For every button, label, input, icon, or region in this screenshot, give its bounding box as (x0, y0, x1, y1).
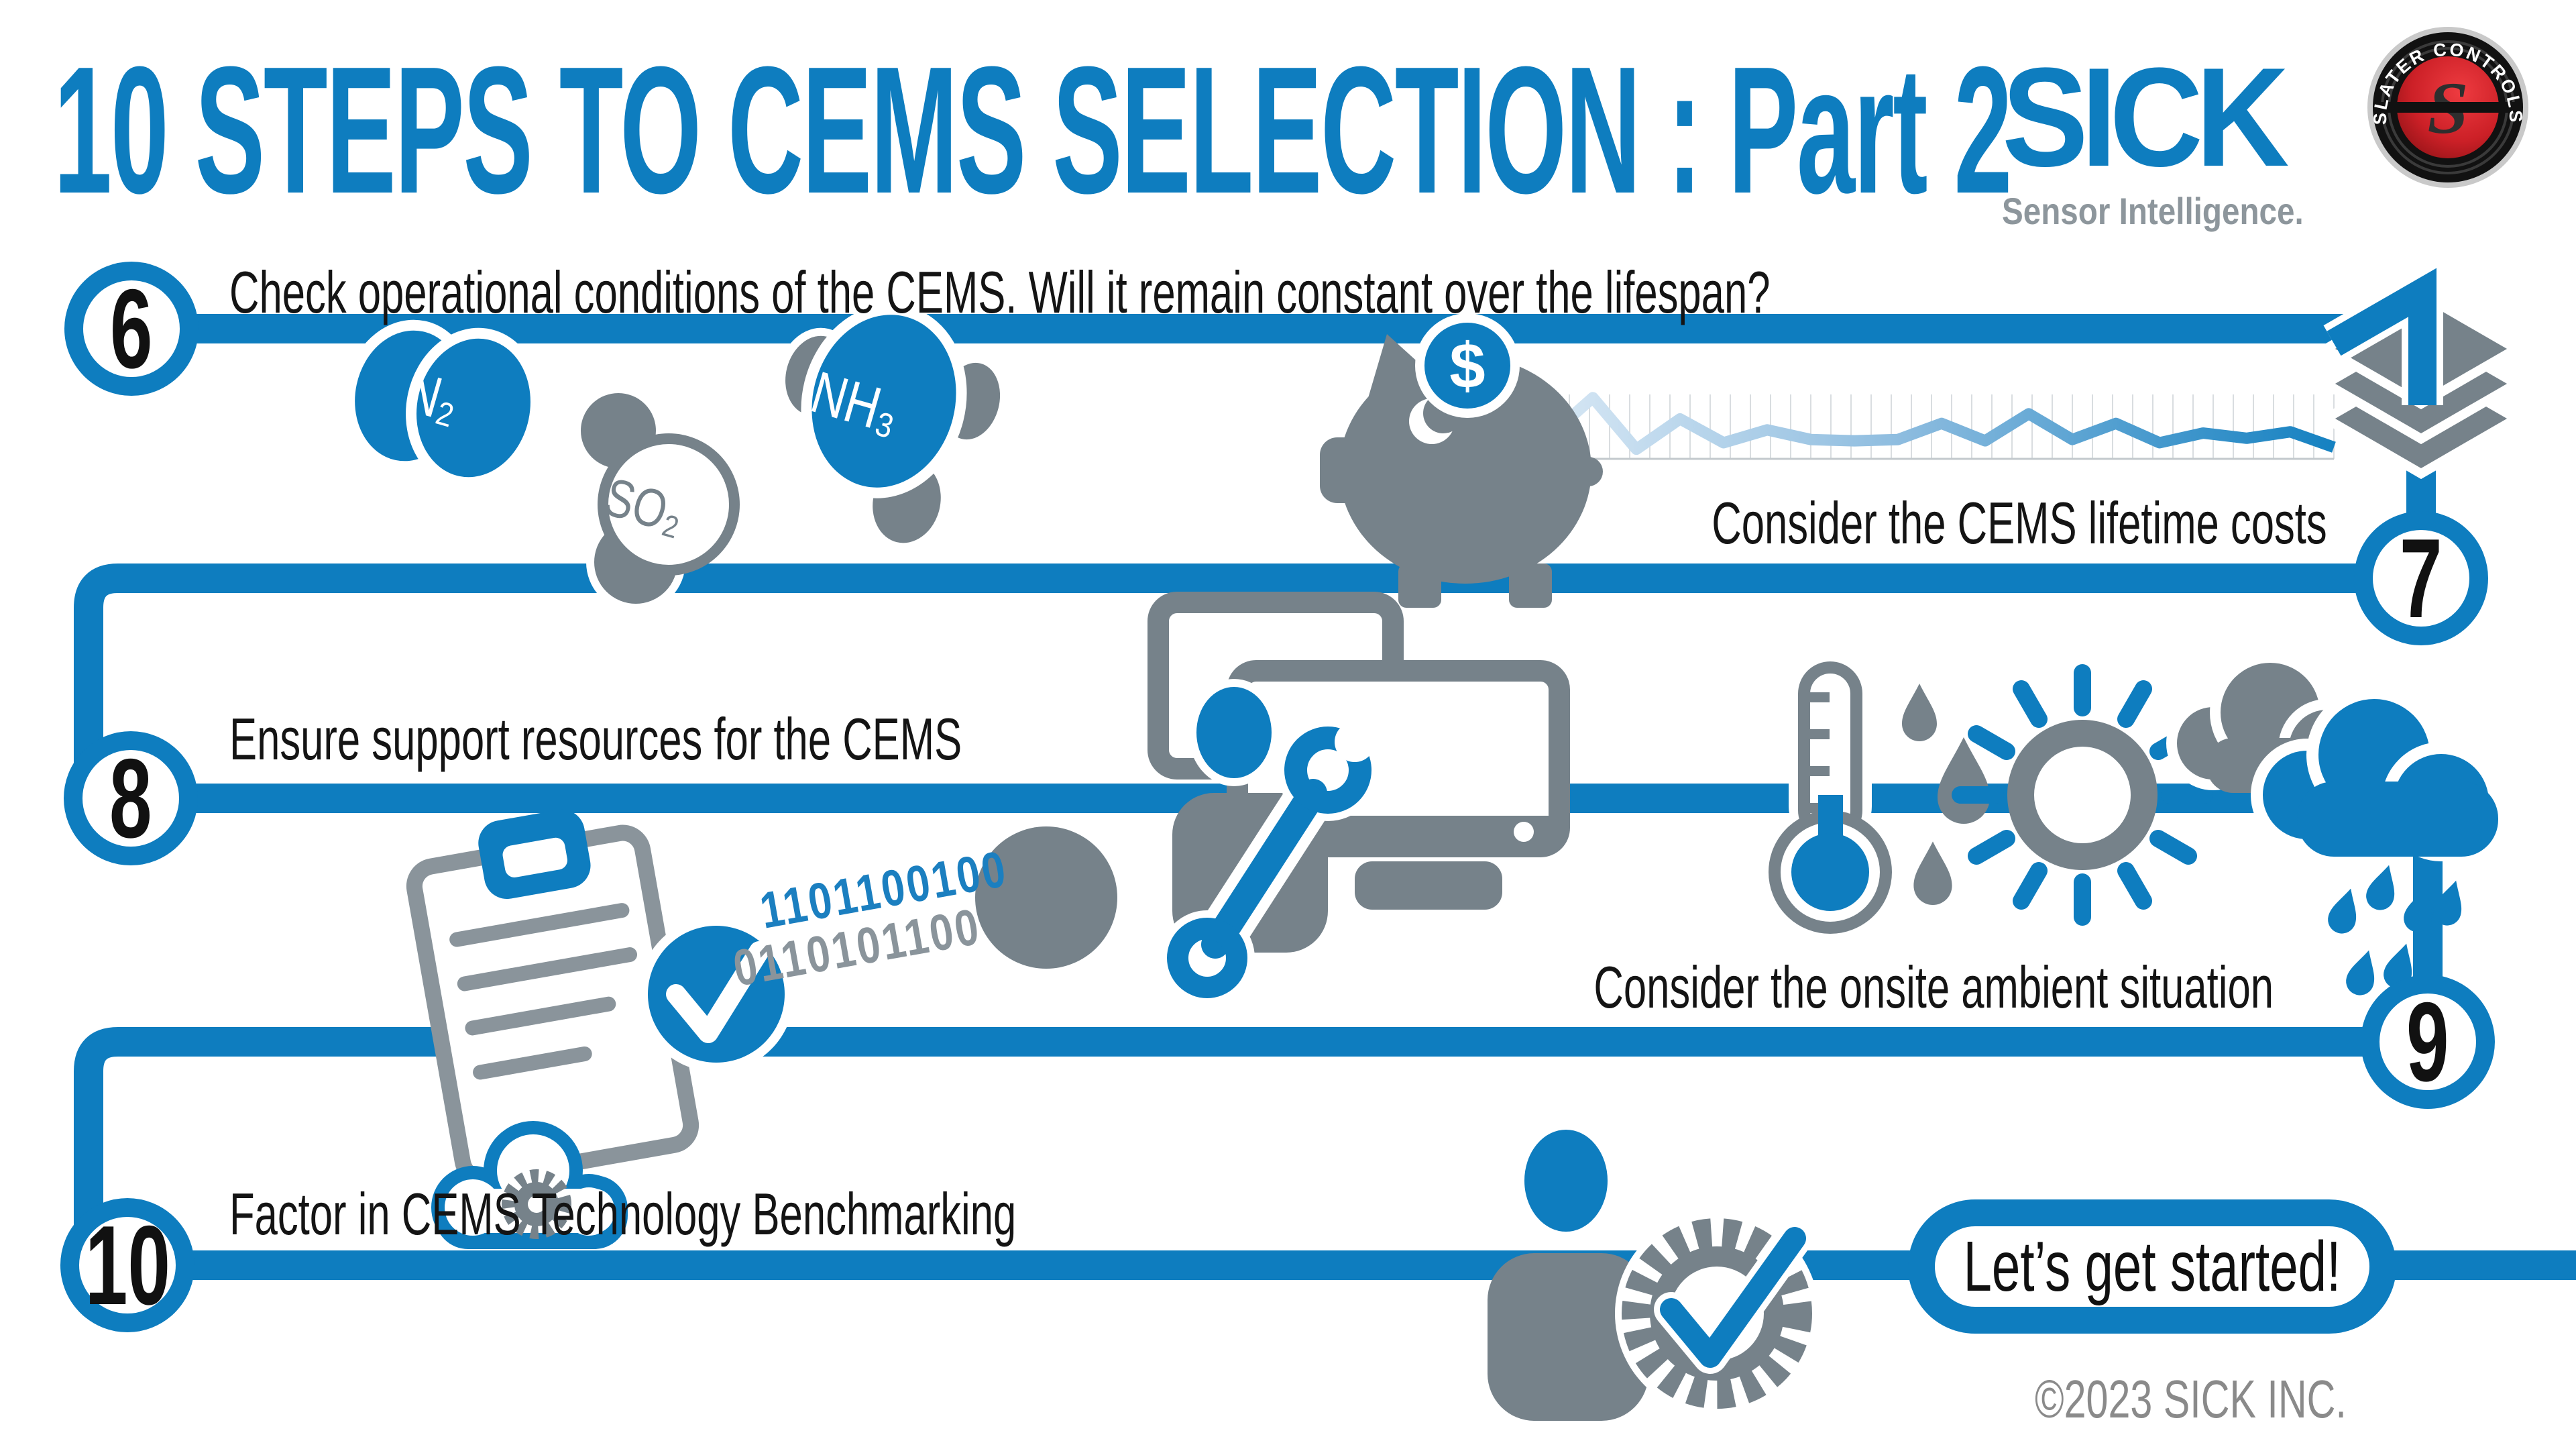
step-8-number: 8 (109, 735, 152, 861)
nh3-molecule-icon (777, 304, 1009, 551)
node-10 (60, 1198, 194, 1332)
wrench-icon (1160, 719, 1379, 1006)
cost-stack-icon (2316, 256, 2526, 480)
step-nodes (60, 262, 2495, 1332)
cost-chart-gridlines (1549, 394, 2335, 459)
get-started-label: Let’s get started! (1963, 1227, 2341, 1306)
thermometer-icon (1766, 653, 1895, 936)
sick-logo: SICK (2002, 38, 2289, 196)
step-6-number: 6 (110, 266, 153, 392)
cloud-gear-icon (431, 1121, 628, 1249)
step-6-label: Check operational conditions of the CEMS… (229, 259, 1771, 325)
data-blob-icon (975, 826, 1117, 969)
sun-icon (1952, 664, 2213, 926)
rain-cloud-icon (2251, 687, 2501, 999)
step-8-label: Ensure support resources for the CEMS (229, 706, 962, 772)
step-7-number: 7 (2400, 515, 2443, 641)
copyright-text: ©2023 SICK INC. (2035, 1369, 2347, 1429)
dollar-coin-icon (1424, 323, 1510, 409)
step-9-label: Consider the onsite ambient situation (1593, 954, 2274, 1020)
node-6 (64, 262, 199, 396)
node-7 (2354, 511, 2488, 645)
dollar-symbol: $ (1449, 330, 1486, 402)
slater-controls-logo: S SLATER CONTROLS (2367, 27, 2528, 188)
so2-molecule-icon (573, 385, 740, 612)
check-circle-icon (638, 916, 794, 1072)
piggy-bank-icon (1320, 313, 1603, 608)
node-8 (64, 731, 198, 865)
node-9 (2361, 975, 2495, 1109)
gear-icon (502, 1169, 571, 1239)
get-started-button[interactable]: Let’s get started! (1908, 1199, 2396, 1334)
verified-person-icon (1488, 1122, 1819, 1421)
cost-trend-sparkline (1545, 392, 2336, 455)
step-9-number: 9 (2406, 979, 2449, 1105)
step-7-label: Consider the CEMS lifetime costs (1712, 490, 2327, 556)
gear-check-icon (1622, 1218, 1812, 1409)
step-10-label: Factor in CEMS Technology Benchmarking (229, 1181, 1017, 1247)
page-title: 10 STEPS TO CEMS SELECTION : Part 2 (54, 30, 2012, 231)
step-10-number: 10 (85, 1202, 170, 1328)
n2-molecule-icon (344, 319, 541, 488)
sick-tagline: Sensor Intelligence. (2002, 190, 2304, 232)
